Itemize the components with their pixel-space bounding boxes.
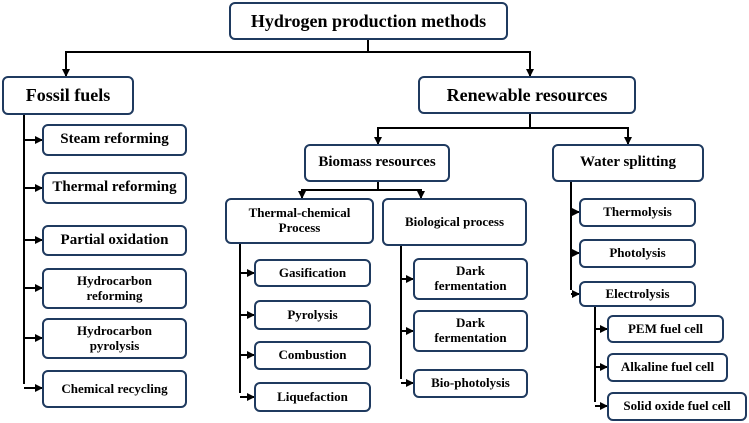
water-item: Thermolysis [579,198,696,227]
thermal-item: Liquefaction [254,382,371,412]
fossil-item: Thermal reforming [42,172,187,204]
biological-process-node: Biological process [382,198,527,246]
biological-item: Bio-photolysis [413,369,528,398]
fossil-item: Hydrocarbon pyrolysis [42,318,187,359]
thermal-item: Combustion [254,341,371,370]
fossil-item: Steam reforming [42,124,187,156]
fossil-item: Partial oxidation [42,225,187,256]
fossil-fuels-node: Fossil fuels [2,76,134,115]
electrolysis-item: PEM fuel cell [607,315,724,343]
thermal-item: Pyrolysis [254,300,371,330]
biological-item: Dark fermentation [413,258,528,300]
water-splitting-node: Water splitting [552,144,704,182]
renewable-resources-node: Renewable resources [418,76,636,114]
biomass-resources-node: Biomass resources [304,144,450,182]
water-item: Electrolysis [579,281,696,307]
fossil-item: Chemical recycling [42,370,187,408]
fossil-item: Hydrocarbon reforming [42,268,187,309]
biological-item: Dark fermentation [413,310,528,352]
thermal-chemical-node: Thermal-chemical Process [225,198,374,244]
electrolysis-item: Alkaline fuel cell [607,353,728,382]
water-item: Photolysis [579,239,696,268]
root-node: Hydrogen production methods [229,2,508,40]
thermal-item: Gasification [254,259,371,287]
electrolysis-item: Solid oxide fuel cell [607,392,747,421]
